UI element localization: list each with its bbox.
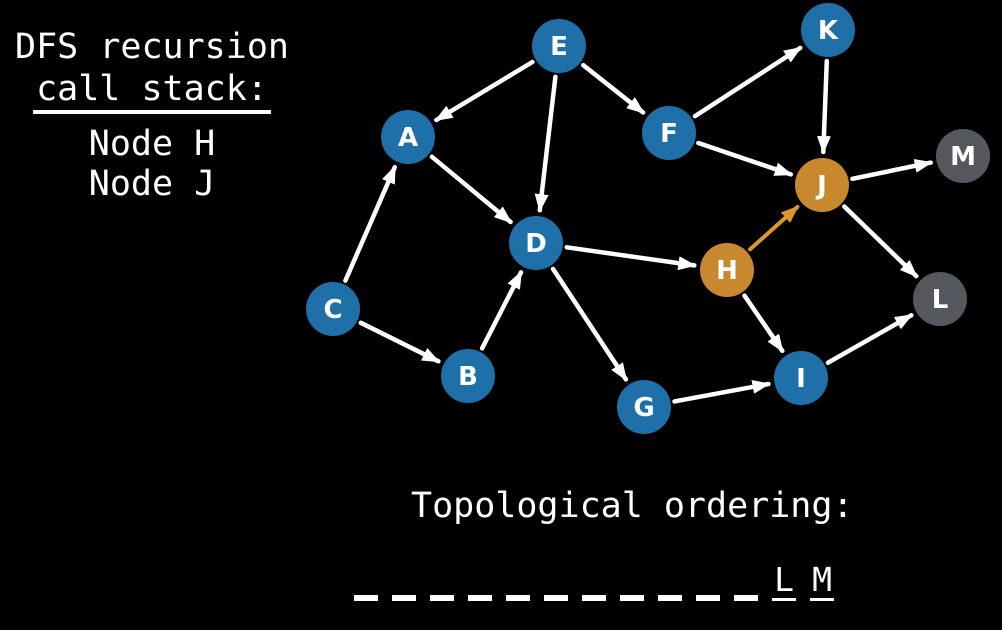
topo-slot-9 bbox=[658, 561, 682, 601]
topo-slot-2 bbox=[392, 561, 416, 601]
call-stack-title-line1: DFS recursion bbox=[15, 27, 289, 67]
topo-slot-1 bbox=[354, 561, 378, 601]
call-stack-item-2: Node J bbox=[88, 164, 216, 204]
graph-edge-I-L bbox=[825, 313, 914, 365]
graph-node-K bbox=[801, 3, 855, 57]
graph-node-A bbox=[381, 110, 435, 164]
graph-edge-J-L bbox=[842, 204, 919, 279]
graph-node-label-D: D bbox=[525, 229, 547, 259]
graph-edges bbox=[343, 45, 933, 404]
graph-edge-H-I bbox=[742, 293, 785, 354]
graph-node-E bbox=[532, 19, 586, 73]
topo-slot-6 bbox=[544, 561, 568, 601]
graph-nodes: A B C D E F G H I J K L M bbox=[306, 3, 990, 434]
graph-node-label-F: F bbox=[660, 119, 678, 149]
graph-edge-B-D bbox=[479, 270, 524, 351]
graph-edge-D-G bbox=[550, 266, 629, 382]
graph-node-M bbox=[936, 129, 990, 183]
graph-node-label-G: G bbox=[633, 393, 654, 423]
graph-node-B bbox=[441, 349, 495, 403]
graph-node-label-I: I bbox=[796, 364, 806, 394]
graph-edge-J-M bbox=[850, 158, 933, 182]
graph-edge-E-A bbox=[434, 59, 535, 123]
graph-edge-F-K bbox=[692, 45, 803, 119]
graph-node-label-E: E bbox=[550, 32, 568, 62]
graph-node-label-K: K bbox=[818, 16, 839, 46]
graph-edge-C-A bbox=[343, 164, 398, 283]
topo-slot-11 bbox=[734, 561, 758, 601]
topo-slot-4 bbox=[468, 561, 492, 601]
graph-edge-H-J bbox=[748, 205, 800, 252]
graph-node-J bbox=[795, 158, 849, 212]
graph-edge-A-D bbox=[429, 154, 513, 225]
graph-node-D bbox=[509, 216, 563, 270]
graph-node-label-J: J bbox=[815, 171, 827, 201]
topological-ordering-label: Topological ordering: bbox=[411, 486, 854, 526]
graph-node-L bbox=[913, 272, 967, 326]
graph-edge-E-D bbox=[534, 74, 558, 213]
call-stack-title-line2: call stack: bbox=[33, 69, 271, 114]
graph-node-label-M: M bbox=[950, 142, 976, 172]
graph-edge-F-J bbox=[696, 140, 794, 177]
topo-slot-10 bbox=[696, 561, 720, 601]
graph-edge-C-B bbox=[358, 320, 441, 364]
graph-node-label-B: B bbox=[458, 362, 478, 392]
topo-slot-12: L bbox=[772, 561, 796, 601]
topo-slot-7 bbox=[582, 561, 606, 601]
topo-slot-3 bbox=[430, 561, 454, 601]
graph-node-H bbox=[700, 243, 754, 297]
graph-node-G bbox=[617, 380, 671, 434]
graph-node-label-A: A bbox=[398, 123, 418, 153]
graph-edge-E-F bbox=[581, 62, 646, 115]
call-stack-title-line2-row: call stack: bbox=[2, 68, 302, 114]
topo-slot-13: M bbox=[810, 561, 834, 601]
graph-edge-K-J bbox=[816, 58, 831, 155]
graph-node-label-L: L bbox=[932, 285, 949, 315]
graph-node-label-C: C bbox=[323, 295, 342, 325]
graph-node-label-H: H bbox=[716, 256, 738, 286]
topo-slot-5 bbox=[506, 561, 530, 601]
call-stack-item-1: Node H bbox=[88, 124, 216, 164]
graph-node-C bbox=[306, 282, 360, 336]
graph-node-F bbox=[642, 106, 696, 160]
graph-edge-G-I bbox=[672, 380, 771, 404]
graph-edge-D-H bbox=[564, 245, 697, 271]
topo-slot-8 bbox=[620, 561, 644, 601]
graph-node-I bbox=[774, 351, 828, 405]
